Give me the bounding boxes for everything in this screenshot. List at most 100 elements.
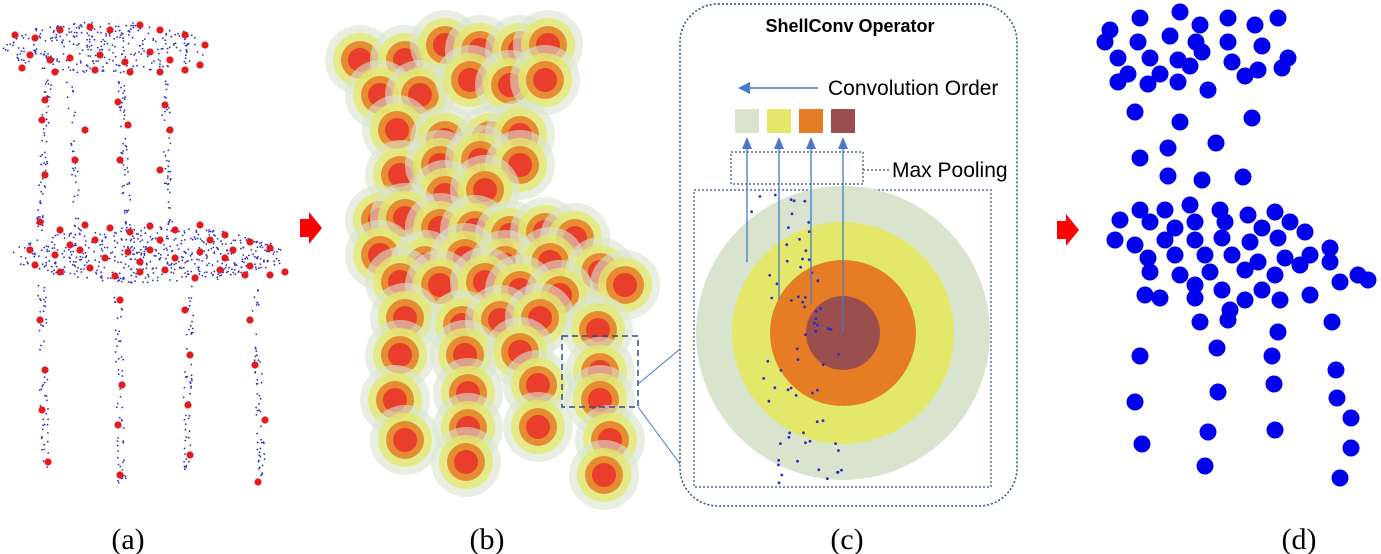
input-point	[121, 249, 124, 252]
representative-point	[266, 271, 274, 279]
input-point	[88, 38, 91, 41]
input-point	[137, 29, 140, 32]
input-point	[151, 279, 154, 282]
input-point	[100, 248, 103, 250]
input-point	[137, 237, 139, 240]
input-point	[177, 32, 180, 35]
input-point	[123, 245, 126, 248]
input-point	[108, 257, 111, 260]
input-point	[185, 464, 188, 467]
input-point	[78, 232, 81, 235]
input-point	[165, 247, 168, 250]
input-point	[141, 43, 144, 46]
input-point	[37, 294, 40, 297]
input-point	[85, 64, 88, 67]
input-point	[41, 139, 44, 142]
shell-feature-4	[831, 109, 855, 133]
input-point	[212, 273, 215, 276]
input-point	[255, 383, 258, 385]
input-point	[100, 271, 102, 274]
input-point	[46, 162, 49, 165]
input-point	[138, 44, 141, 47]
input-point	[190, 385, 193, 388]
input-point	[63, 250, 66, 252]
input-point	[70, 253, 73, 256]
input-point	[51, 241, 53, 244]
input-point	[76, 44, 79, 47]
representative-point	[181, 66, 189, 74]
input-point	[147, 273, 150, 276]
output-point	[1342, 439, 1360, 457]
input-point	[264, 243, 267, 246]
input-point	[52, 272, 55, 275]
input-point	[119, 340, 122, 343]
input-point	[191, 238, 194, 241]
input-point	[62, 53, 65, 55]
neighborhood-point	[804, 249, 808, 253]
input-point	[213, 252, 216, 255]
output-point	[1196, 457, 1214, 475]
neighborhood-point	[807, 230, 811, 234]
input-point	[117, 437, 119, 439]
input-point	[20, 255, 22, 258]
input-point	[170, 264, 172, 266]
input-point	[45, 412, 48, 415]
input-point	[273, 260, 276, 263]
input-point	[99, 233, 102, 236]
input-point	[160, 48, 163, 50]
input-point	[29, 242, 32, 245]
input-point	[186, 270, 189, 273]
input-point	[255, 350, 258, 353]
input-point	[111, 271, 114, 274]
input-point	[169, 245, 172, 248]
input-point	[122, 164, 125, 166]
input-point	[184, 44, 187, 47]
input-point	[173, 268, 176, 271]
input-point	[190, 237, 192, 240]
input-point	[51, 40, 53, 42]
input-point	[45, 395, 48, 398]
input-point	[161, 37, 164, 40]
input-point	[101, 249, 104, 252]
input-point	[166, 177, 169, 180]
output-point	[1219, 311, 1237, 329]
input-point	[100, 32, 102, 34]
neighborhood-point	[802, 431, 805, 435]
input-point	[203, 241, 205, 244]
output-point	[1139, 75, 1157, 93]
input-point	[180, 239, 183, 242]
input-point	[65, 33, 68, 36]
input-point	[66, 96, 69, 99]
neighborhood-point	[819, 307, 822, 310]
panel-a-input-points	[2, 21, 282, 484]
input-point	[120, 230, 122, 233]
input-point	[41, 385, 44, 388]
input-point	[34, 28, 37, 31]
input-point	[232, 239, 235, 242]
input-point	[144, 277, 147, 279]
input-point	[120, 280, 123, 283]
input-point	[118, 340, 121, 343]
input-point	[43, 134, 46, 137]
representative-point	[221, 254, 229, 262]
representative-point	[246, 262, 254, 270]
input-point	[101, 243, 104, 246]
input-point	[187, 273, 189, 276]
input-point	[184, 38, 186, 41]
neighborhood-point	[786, 388, 790, 392]
input-point	[166, 64, 169, 67]
input-point	[76, 71, 79, 74]
input-point	[138, 251, 140, 254]
input-point	[46, 160, 48, 163]
output-point	[1269, 9, 1287, 27]
input-point	[79, 258, 81, 261]
input-point	[97, 60, 99, 62]
input-point	[266, 260, 269, 263]
input-point	[156, 279, 159, 282]
input-point	[122, 441, 125, 444]
input-point	[224, 266, 227, 269]
input-point	[49, 88, 52, 90]
input-point	[263, 453, 266, 456]
input-point	[116, 444, 119, 447]
input-point	[40, 388, 43, 391]
